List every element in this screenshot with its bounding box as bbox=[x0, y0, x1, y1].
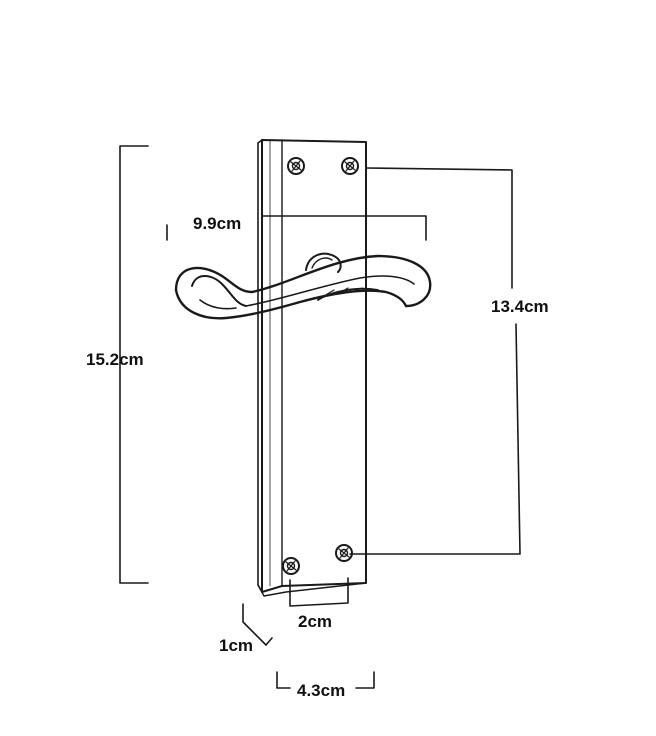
dimension-line-screw-spacing-vertical bbox=[349, 167, 521, 555]
label-screw-spacing-horizontal: 2cm bbox=[298, 612, 333, 631]
backplate bbox=[257, 139, 367, 597]
dimension-line-height-total bbox=[119, 145, 149, 584]
screw-hole-top-right bbox=[341, 157, 359, 175]
dimension-line-screw-spacing-horizontal bbox=[289, 577, 349, 607]
screw-hole-top-left bbox=[287, 157, 305, 175]
label-screw-spacing-vertical: 13.4cm bbox=[491, 297, 549, 316]
lever-handle bbox=[174, 252, 432, 320]
dimension-line-plate-width bbox=[276, 671, 375, 689]
label-handle-width: 9.9cm bbox=[193, 214, 242, 233]
screw-hole-bottom-right bbox=[335, 544, 353, 562]
label-plate-width: 4.3cm bbox=[297, 681, 346, 700]
screw-hole-bottom-left bbox=[282, 557, 300, 575]
label-height-total: 15.2cm bbox=[86, 350, 144, 369]
dimension-line-handle-width bbox=[166, 215, 427, 241]
label-plate-depth: 1cm bbox=[219, 636, 254, 655]
dimension-line-plate-depth bbox=[242, 603, 273, 646]
